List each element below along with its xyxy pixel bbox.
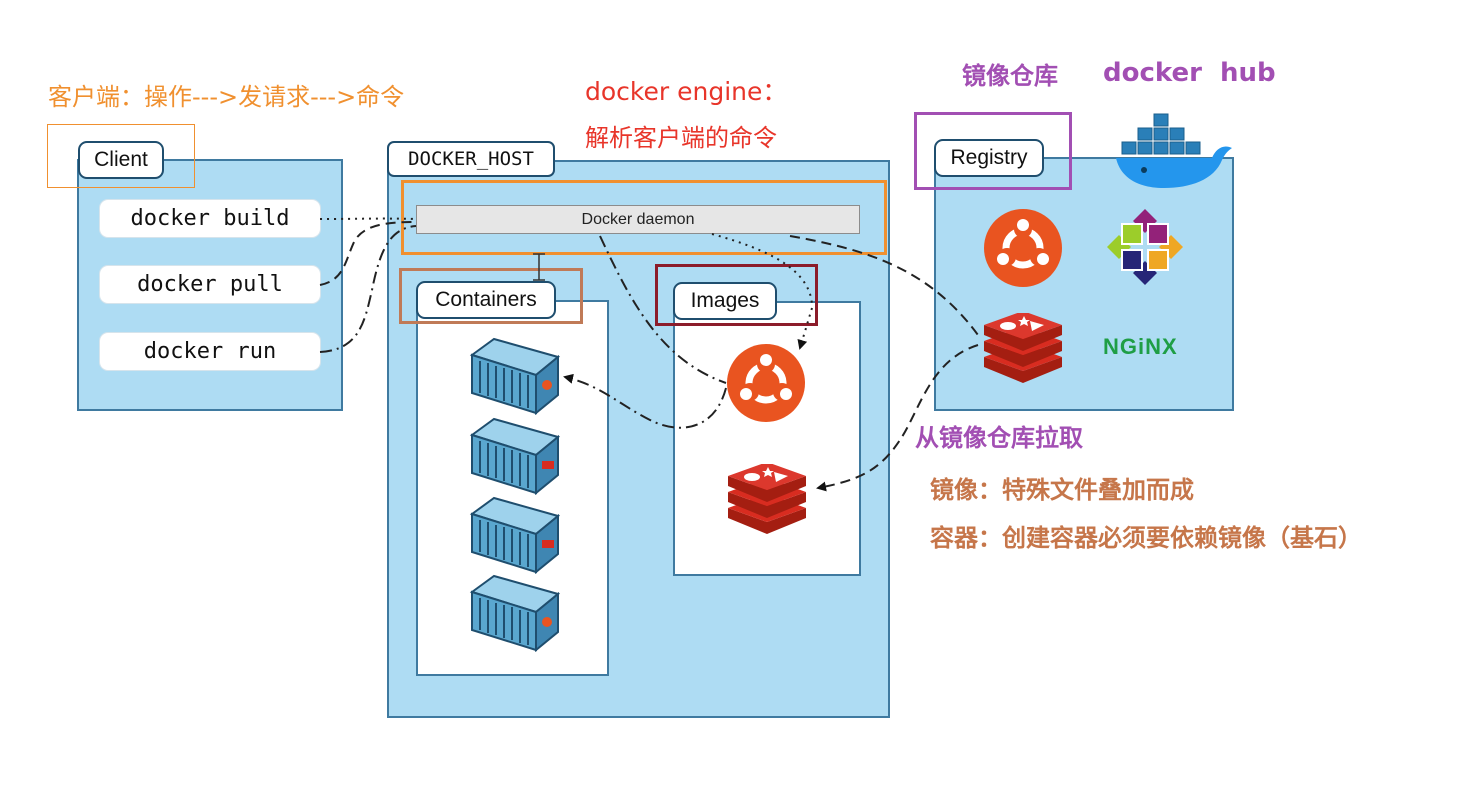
pull-note: 从镜像仓库拉取 [915,424,1083,452]
engine-title: docker engine： [585,77,788,106]
client-highlight-box [47,124,195,188]
image-definition: 镜像：特殊文件叠加而成 [930,476,1194,504]
docker-host-label: DOCKER_HOST [387,141,555,177]
daemon-highlight-box [401,180,887,255]
container-icon [469,574,561,652]
docker-daemon-bar[interactable]: Docker daemon [416,205,860,234]
containers-highlight-box [399,268,583,324]
client-label: Client [78,141,164,179]
registry-note: 镜像仓库 [962,62,1058,90]
client-note: 客户端：操作--->发请求--->命令 [48,83,405,111]
container-icon [469,337,561,415]
docker-pull-command[interactable]: docker pull [100,266,320,303]
registry-label: Registry [934,139,1044,177]
registry-highlight-box [914,112,1072,190]
container-icon [469,417,561,495]
container-icon [469,496,561,574]
ubuntu-icon [727,344,805,422]
container-definition: 容器：创建容器必须要依赖镜像（基石） [930,524,1362,552]
registry-panel [934,157,1234,411]
centos-icon [1107,209,1183,285]
docker-whale-icon [1116,113,1232,188]
containers-label: Containers [416,281,556,319]
ubuntu-icon [984,209,1062,287]
redis-icon [984,313,1062,383]
docker-run-command[interactable]: docker run [100,333,320,370]
nginx-logo: NGiNX [1103,334,1178,359]
engine-desc: 解析客户端的命令 [585,124,777,152]
docker-build-command[interactable]: docker build [100,200,320,237]
images-highlight-box [655,264,818,326]
docker-hub-label: docker hub [1103,58,1276,88]
redis-icon [728,464,806,534]
